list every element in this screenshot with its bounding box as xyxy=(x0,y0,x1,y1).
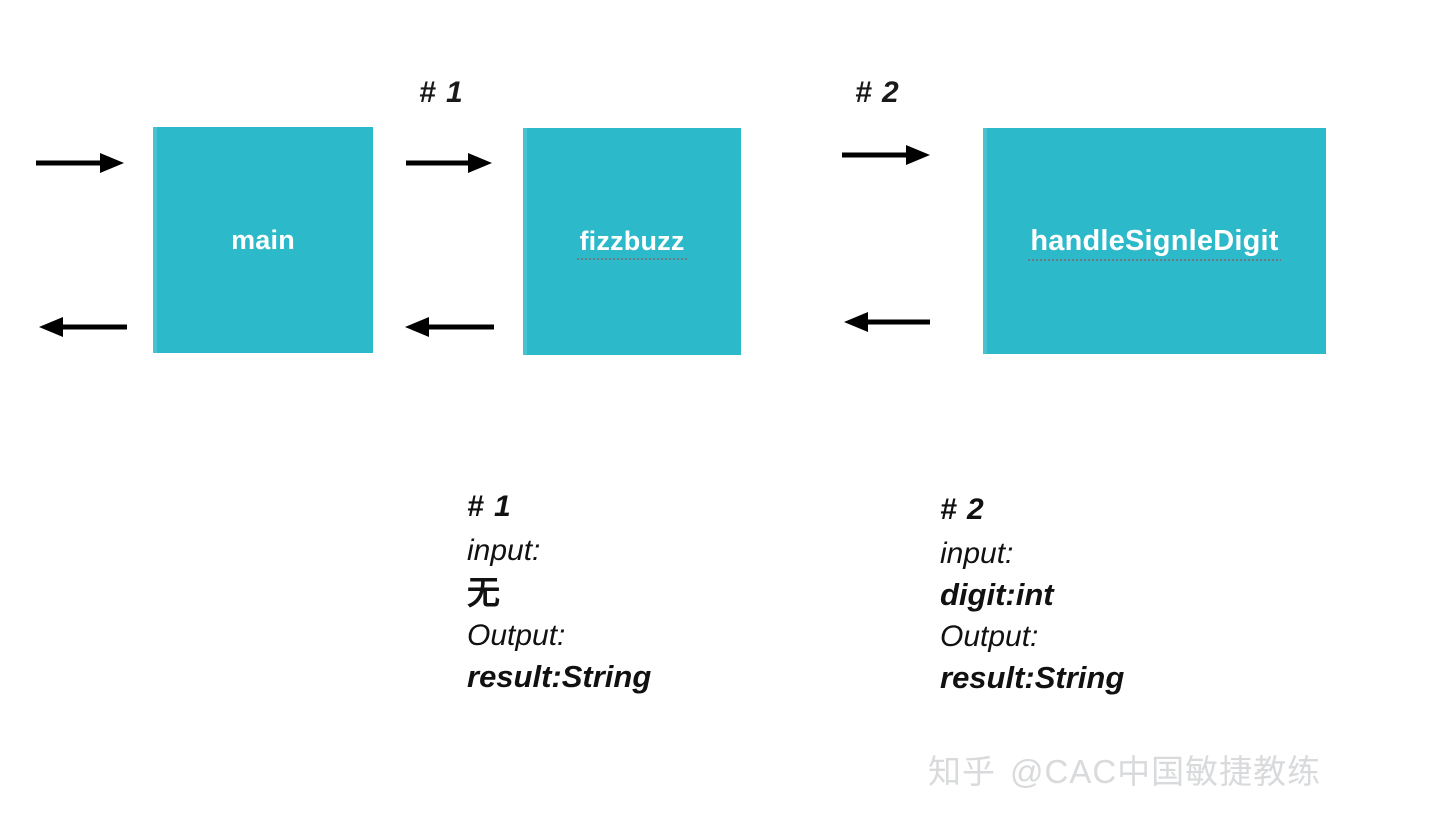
node-box-main[interactable]: main xyxy=(153,127,373,353)
call-marker-1: # 1 xyxy=(419,76,464,109)
signature-block-1: # 1 input: 无 Output: result:String xyxy=(467,492,651,704)
signature-2-input-label: input: xyxy=(940,537,1014,570)
arrow-right-main-to-fizzbuzz-icon xyxy=(406,148,494,178)
watermark-site: 知乎 xyxy=(928,753,996,790)
signature-1-output-value: result:String xyxy=(467,659,652,694)
signature-2-input-value: digit:int xyxy=(940,577,1054,612)
signature-2-output-label: Output: xyxy=(940,620,1039,653)
arrow-right-into-main-icon xyxy=(36,148,126,178)
node-box-fizzbuzz[interactable]: fizzbuzz xyxy=(523,128,741,355)
signature-1-input-value: 无 xyxy=(467,574,501,611)
signature-1-input-label: input: xyxy=(467,534,541,567)
node-label-fizzbuzz: fizzbuzz xyxy=(577,226,687,260)
node-box-handle-signle-digit[interactable]: handleSignleDigit xyxy=(983,128,1326,354)
arrow-left-out-of-main-icon xyxy=(33,312,127,342)
signature-1-output-label: Output: xyxy=(467,619,566,652)
signature-2-output-value: result:String xyxy=(940,660,1125,695)
signature-2-title: # 2 xyxy=(940,493,985,526)
watermark: 知乎 @CAC中国敏捷教练 xyxy=(928,745,1321,793)
watermark-handle: @CAC中国敏捷教练 xyxy=(1010,753,1322,790)
node-label-handle-signle-digit: handleSignleDigit xyxy=(1028,224,1281,261)
call-marker-2: # 2 xyxy=(855,76,900,109)
node-label-main: main xyxy=(231,224,295,255)
signature-block-2: # 2 input: digit:int Output: result:Stri… xyxy=(940,495,1124,705)
arrow-left-fizzbuzz-to-main-icon xyxy=(399,312,494,342)
arrow-left-handle-to-fizzbuzz-icon xyxy=(838,307,930,337)
arrow-right-fizzbuzz-to-handle-icon xyxy=(842,140,932,170)
signature-1-title: # 1 xyxy=(467,490,512,523)
